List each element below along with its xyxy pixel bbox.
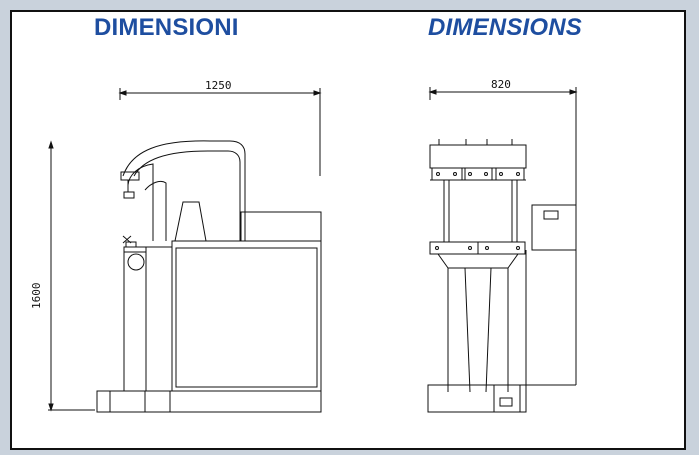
drawing-frame [10, 10, 686, 450]
height-dimension [48, 140, 95, 412]
front-machine [96, 140, 322, 413]
height-label: 1600 [30, 283, 43, 310]
side-machine [427, 139, 577, 413]
front-width-label: 1250 [205, 79, 232, 92]
side-width-dimension [428, 87, 578, 385]
title-english: DIMENSIONS [428, 14, 583, 41]
side-width-label: 820 [491, 78, 511, 91]
title-italian: DIMENSIONI [94, 14, 239, 41]
front-width-dimension [118, 88, 322, 176]
